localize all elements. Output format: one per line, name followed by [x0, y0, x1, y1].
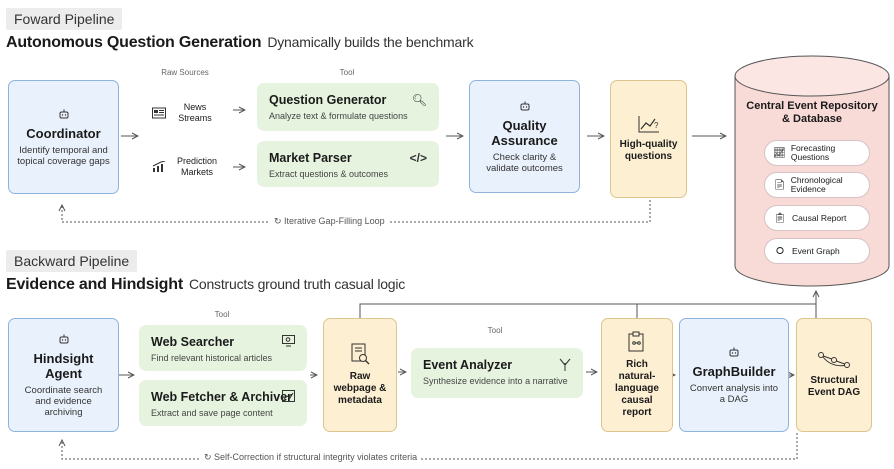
quality-assurance-node[interactable]: Quality Assurance Check clarity & valida… — [469, 80, 580, 193]
repository-item-label: Chronological Evidence — [790, 175, 843, 194]
web-searcher-desc: Find relevant historical articles — [151, 353, 273, 363]
report-clipboard-icon — [628, 331, 644, 352]
backward-loop-text: Self-Correction if structural integrity … — [214, 452, 418, 462]
repository-item-event-graph[interactable]: ⭘ Event Graph — [764, 238, 870, 264]
forward-heading: Autonomous Question Generation Dynamicall… — [6, 34, 474, 52]
repository-item-label: Forecasting Questions — [790, 143, 836, 162]
archive-chart-icon — [282, 390, 295, 402]
newspaper-icon — [152, 107, 166, 119]
clipboard-icon: 📋︎ — [773, 212, 787, 224]
refresh-icon: ↻ — [274, 216, 285, 226]
hindsight-agent-node[interactable]: Hindsight Agent Coordinate search and ev… — [8, 318, 119, 432]
question-generator-tool[interactable]: Question Generator Analyze text & formul… — [257, 83, 439, 131]
graph-builder-title: GraphBuilder — [692, 363, 776, 379]
web-searcher-tool[interactable]: Web Searcher Find relevant historical ar… — [139, 325, 307, 371]
repository-title: Central Event Repository & Database — [746, 100, 878, 125]
branch-icon — [559, 358, 571, 371]
causal-report-title: Rich natural-language causal report — [615, 359, 659, 418]
arrow-raw-to-repository — [359, 291, 816, 318]
qa-title: Quality Assurance — [491, 117, 558, 148]
backward-pipeline-tag: Backward Pipeline — [6, 250, 138, 272]
web-fetcher-tool[interactable]: Web Fetcher & Archiver Extract and save … — [139, 380, 307, 426]
repository-item-forecasting[interactable]: 📈︎ Forecasting Questions — [764, 140, 870, 166]
forward-title: Autonomous Question Generation — [6, 34, 262, 51]
loop-backward — [62, 433, 798, 460]
raw-webpage-node[interactable]: Raw webpage & metadata — [323, 318, 397, 432]
market-parser-tool[interactable]: Market Parser Extract questions & outcom… — [257, 141, 439, 187]
raw-sources-caption: Raw Sources — [161, 68, 209, 77]
forward-pipeline-tag: Foward Pipeline — [6, 8, 123, 30]
agent-desc: Coordinate search and evidence archiving — [24, 384, 103, 418]
graph-builder-desc: Convert analysis into a DAG — [689, 382, 779, 405]
robot-icon — [729, 347, 739, 356]
source-markets: Prediction Markets — [152, 156, 222, 178]
qa-desc: Check clarity & validate outcomes — [486, 151, 563, 174]
robot-icon — [59, 334, 68, 343]
refresh-icon: ↻ — [204, 452, 215, 462]
backward-subtitle: Constructs ground truth casual logic — [188, 276, 406, 292]
source-news-label: News Streams — [178, 102, 212, 123]
source-markets-label: Prediction Markets — [176, 156, 218, 177]
trend-question-icon: ? — [638, 116, 659, 133]
causal-report-node[interactable]: Rich natural-language causal report — [601, 318, 673, 432]
robot-icon — [59, 109, 68, 118]
event-analyzer-tool[interactable]: Event Analyzer Synthesize evidence into … — [411, 348, 583, 398]
graph-icon: ⭘ — [776, 245, 784, 257]
magnifier-icon: 🔍︎ — [411, 93, 427, 107]
event-dag-node[interactable]: Structural Event DAG — [796, 318, 872, 432]
event-analyzer-desc: Synthesize evidence into a narrative — [423, 376, 568, 386]
coordinator-title: Coordinator — [26, 125, 101, 141]
market-parser-desc: Extract questions & outcomes — [269, 169, 389, 179]
tool-caption-backward-1: Tool — [214, 310, 230, 319]
dag-icon — [818, 352, 850, 368]
code-icon: </> — [409, 151, 427, 165]
question-generator-title: Question Generator — [269, 93, 387, 107]
forward-loop-label: ↻ Iterative Gap-Filling Loop — [270, 216, 389, 227]
market-parser-title: Market Parser — [269, 151, 352, 165]
coordinator-desc: Identify temporal and topical coverage g… — [17, 144, 110, 167]
high-quality-questions-node[interactable]: ? High-quality questions — [610, 80, 687, 198]
repository-item-causal-report[interactable]: 📋︎ Causal Report — [764, 205, 870, 231]
agent-title: Hindsight Agent — [33, 350, 94, 381]
repository-item-evidence[interactable]: 📄︎ Chronological Evidence — [764, 172, 870, 198]
backward-title: Evidence and Hindsight — [6, 276, 183, 293]
repository-item-label: Causal Report — [792, 212, 847, 223]
robot-icon — [520, 101, 529, 110]
svg-text:?: ? — [654, 121, 659, 130]
question-generator-desc: Analyze text & formulate questions — [269, 111, 408, 121]
document-search-icon — [351, 343, 370, 365]
web-fetcher-title: Web Fetcher & Archiver — [151, 390, 293, 404]
forward-loop-text: Iterative Gap-Filling Loop — [284, 216, 385, 226]
graph-builder-node[interactable]: GraphBuilder Convert analysis into a DAG — [679, 318, 789, 432]
output-title: High-quality questions — [619, 139, 678, 162]
raw-webpage-title: Raw webpage & metadata — [333, 371, 387, 406]
monitor-search-icon — [282, 335, 295, 347]
forward-subtitle: Dynamically builds the benchmark — [267, 34, 474, 50]
backward-heading: Evidence and Hindsight Constructs ground … — [6, 276, 405, 294]
backward-loop-label: ↻ Self-Correction if structural integrit… — [200, 452, 422, 463]
tool-caption-forward: Tool — [339, 68, 355, 77]
document-icon: 📄︎ — [773, 179, 786, 191]
line-chart-icon: 📈︎ — [773, 147, 786, 159]
coordinator-node[interactable]: Coordinator Identify temporal and topica… — [8, 80, 119, 194]
event-analyzer-title: Event Analyzer — [423, 358, 513, 372]
source-news: News Streams — [152, 102, 218, 124]
market-chart-icon — [152, 161, 166, 172]
web-searcher-title: Web Searcher — [151, 335, 235, 349]
tool-caption-backward-2: Tool — [487, 326, 503, 335]
web-fetcher-desc: Extract and save page content — [151, 408, 273, 418]
dag-title: Structural Event DAG — [807, 375, 861, 398]
repository-item-label: Event Graph — [792, 245, 840, 256]
